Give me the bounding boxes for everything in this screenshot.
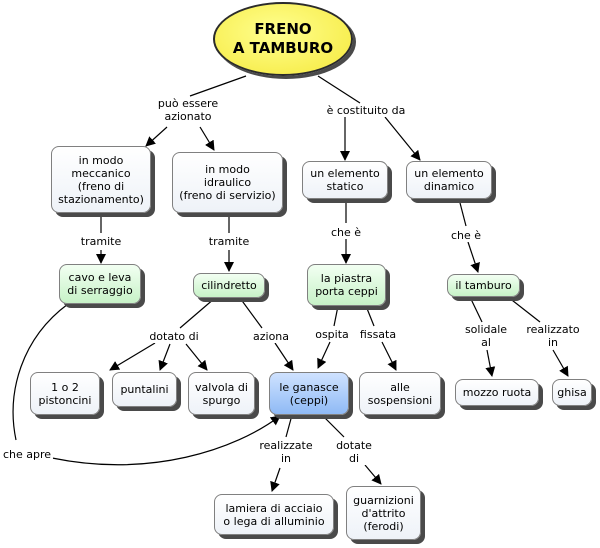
link-label-realizzate-in: realizzate in [257, 439, 315, 465]
link-label-ospita: ospita [313, 328, 351, 341]
connector-line [458, 198, 467, 227]
connector-curve [12, 303, 69, 441]
connector-arrow [109, 342, 156, 371]
node-puntalini[interactable]: puntalini [112, 372, 177, 407]
link-label-dotato-di: dotato di [147, 330, 201, 343]
node-ghisa[interactable]: ghisa [552, 379, 592, 406]
connector-arrow [381, 341, 397, 371]
connector-line [239, 297, 263, 329]
node-valvola-di-spurgo[interactable]: valvola di spurgo [188, 372, 255, 415]
connector-arrow [317, 341, 331, 369]
node-pistoncini[interactable]: 1 o 2 pistoncini [30, 372, 100, 415]
node-in-modo-meccanico[interactable]: in modo meccanico (freno di stazionament… [51, 146, 151, 213]
link-label-realizzato-in: realizzato in [524, 323, 582, 349]
connector-line [285, 414, 293, 438]
connector-arrow [384, 116, 421, 161]
connector-arrow [270, 467, 281, 492]
connector-arrow [158, 343, 171, 371]
root-node-freno-a-tamburo[interactable]: FRENO A TAMBURO [213, 2, 353, 76]
connector-line [365, 305, 375, 327]
connector-arrow [467, 241, 480, 273]
connector-line [189, 75, 247, 97]
link-label-dotate-di: dotate di [334, 439, 374, 465]
node-guarnizioni[interactable]: guarnizioni d'attrito (ferodi) [346, 486, 421, 540]
connector-line [507, 296, 541, 323]
node-elemento-dinamico[interactable]: un elemento dinamico [406, 161, 492, 199]
connector-line [179, 297, 216, 329]
connector-arrow [485, 349, 496, 377]
node-le-ganasce[interactable]: le ganasce (ceppi) [269, 372, 349, 415]
connector-arrow [199, 126, 215, 151]
node-alle-sospensioni[interactable]: alle sospensioni [359, 372, 441, 415]
link-label-puo-essere-azionato: può essere azionato [155, 97, 221, 123]
node-piastra-porta-ceppi[interactable]: la piastra porta ceppi [307, 264, 386, 306]
node-il-tamburo[interactable]: il tamburo [447, 274, 520, 297]
link-label-fissata: fissata [357, 328, 399, 341]
connector-arrow [364, 464, 382, 485]
link-label-aziona: aziona [250, 330, 292, 343]
connector-arrow [185, 343, 208, 371]
connector-line [317, 75, 361, 104]
link-label-e-costituito-da: è costituito da [324, 104, 408, 117]
connector-arrow [51, 415, 281, 466]
link-label-tramite: tramite [206, 235, 252, 248]
node-cavo-e-leva[interactable]: cavo e leva di serraggio [59, 264, 141, 304]
link-label-tramite: tramite [78, 235, 124, 248]
node-elemento-statico[interactable]: un elemento statico [302, 161, 388, 199]
connector-arrow [274, 342, 294, 371]
node-mozzo-ruota[interactable]: mozzo ruota [455, 379, 539, 406]
node-cilindretto[interactable]: cilindretto [193, 273, 265, 298]
link-label-solidale-al: solidale al [462, 323, 510, 349]
connector-arrow [552, 349, 569, 377]
node-in-modo-idraulico[interactable]: in modo idraulico (freno di servizio) [172, 152, 283, 213]
connector-line [333, 305, 339, 327]
connector-arrow [145, 126, 168, 147]
node-lamiera[interactable]: lamiera di acciaio o lega di alluminio [214, 494, 334, 535]
link-label-che-apre: che apre [0, 448, 54, 461]
connector-line [469, 296, 483, 323]
link-label-che-e: che è [448, 229, 484, 242]
connector-line [321, 414, 345, 438]
link-label-che-e: che è [328, 226, 364, 239]
